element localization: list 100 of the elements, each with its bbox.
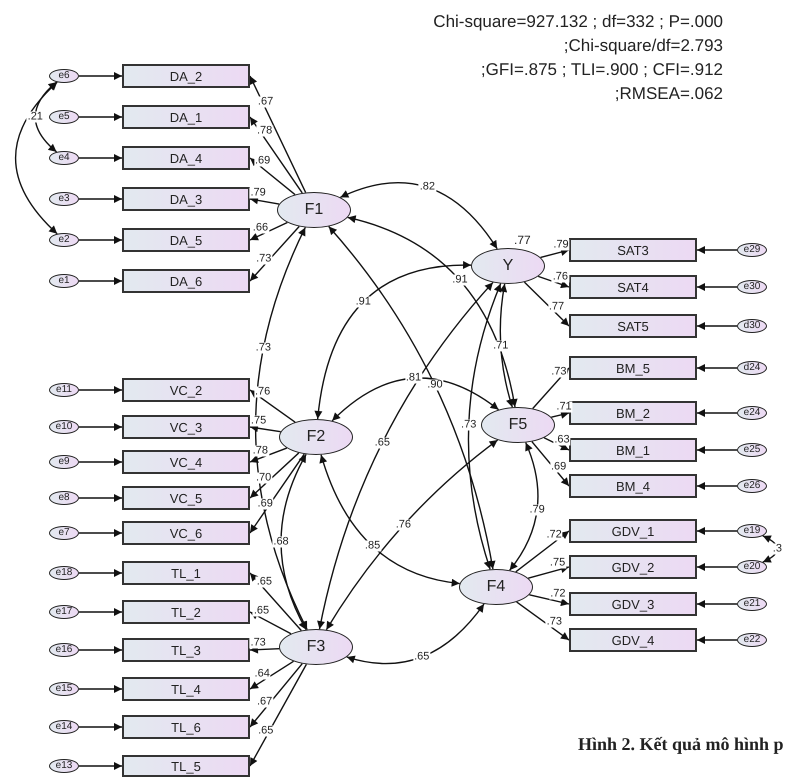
- edge-label: .71: [492, 340, 510, 352]
- arrow: [79, 685, 122, 693]
- arrow: [249, 76, 306, 193]
- indicator-box: BM_1: [569, 438, 697, 462]
- arrow: [250, 424, 281, 432]
- covariance-arrow: [34, 82, 58, 152]
- edge-label: .90: [426, 380, 444, 391]
- arrow: [697, 527, 737, 535]
- indicator-box: DA_4: [122, 146, 250, 170]
- arrow: [528, 565, 570, 579]
- error-ellipse: e6: [49, 69, 79, 83]
- edge-label: .71: [555, 402, 573, 413]
- covariance-arrow: [328, 226, 496, 570]
- edge-label: .76: [254, 386, 272, 398]
- arrow: [540, 248, 570, 258]
- arrow: [697, 482, 737, 490]
- error-ellipse: e16: [49, 643, 79, 657]
- indicator-box: TL_1: [122, 561, 250, 585]
- error-ellipse: e15: [49, 682, 79, 696]
- arrow: [250, 196, 280, 205]
- covariance-arrow: [320, 454, 460, 586]
- edge-label: .73: [550, 366, 568, 378]
- error-ellipse: e11: [49, 383, 79, 397]
- edge-label: .21: [26, 112, 44, 122]
- arrow: [79, 458, 122, 466]
- arrow: [250, 452, 300, 499]
- edge-label: .78: [252, 446, 269, 457]
- indicator-box: VC_2: [122, 378, 250, 402]
- fit-index-text: ;GFI=.875 ; TLI=.900 ; CFI=.912: [480, 59, 723, 81]
- arrow: [697, 409, 737, 417]
- edge-label: .73: [250, 637, 267, 648]
- arrow: [250, 611, 292, 634]
- covariance-arrow: [340, 182, 498, 250]
- latent-ellipse: F2: [279, 419, 353, 455]
- arrow: [531, 441, 570, 486]
- edge-label: .78: [256, 126, 274, 137]
- error-ellipse: e25: [737, 443, 767, 457]
- error-ellipse: e2: [49, 233, 79, 247]
- edge-label: .79: [250, 188, 267, 199]
- figure-caption: Hình 2. Kết quả mô hình p: [578, 734, 784, 755]
- edge-label: .73: [546, 616, 563, 628]
- arrow: [249, 226, 300, 282]
- fit-index-text: Chi-square=927.132 ; df=332 ; P=.000: [433, 11, 723, 33]
- edge-label: .76: [552, 272, 570, 283]
- arrow: [79, 386, 122, 394]
- latent-ellipse: F1: [277, 192, 351, 228]
- error-ellipse: e29: [737, 243, 767, 257]
- indicator-box: GDV_3: [569, 592, 697, 616]
- indicator-box: GDV_1: [569, 519, 697, 543]
- error-ellipse: e14: [49, 720, 79, 734]
- arrow: [79, 569, 122, 577]
- edge-label: .67: [256, 696, 274, 708]
- indicator-box: TL_3: [122, 638, 250, 662]
- covariance-arrow: [317, 282, 494, 630]
- error-ellipse: e1: [49, 274, 79, 288]
- error-ellipse: e21: [737, 597, 767, 611]
- error-ellipse: e3: [49, 192, 79, 206]
- arrow: [697, 446, 737, 454]
- covariance-arrow: [509, 442, 539, 571]
- arrow: [516, 601, 570, 641]
- edge-label: .75: [548, 558, 566, 569]
- latent-ellipse: F5: [481, 407, 555, 443]
- edge-label: .69: [254, 156, 272, 167]
- edge-label: .72: [545, 530, 563, 541]
- error-ellipse: d24: [737, 361, 767, 375]
- fit-index-text: ;Chi-square/df=2.793: [564, 35, 723, 57]
- indicator-box: VC_3: [122, 415, 250, 439]
- error-ellipse: e19: [737, 524, 767, 538]
- indicator-box: DA_2: [122, 64, 250, 88]
- edge-label: .73: [254, 342, 272, 354]
- arrow: [544, 437, 570, 451]
- arrow: [250, 222, 288, 241]
- covariance-arrow: [14, 82, 58, 234]
- indicator-box: VC_6: [122, 521, 250, 545]
- indicator-box: GDV_4: [569, 628, 697, 652]
- arrow: [250, 389, 296, 423]
- edge-label: .63: [553, 434, 571, 446]
- indicator-box: SAT3: [569, 238, 697, 262]
- covariance-arrow: [499, 284, 514, 408]
- edge-label: .65: [257, 725, 274, 736]
- edge-label: .69: [256, 498, 274, 510]
- edge-label: .82: [418, 182, 436, 193]
- edge-label: .73: [460, 420, 478, 431]
- arrow: [532, 368, 570, 409]
- edge-label: .91: [451, 274, 469, 286]
- arrow: [697, 364, 737, 372]
- indicator-box: VC_5: [122, 486, 250, 510]
- error-ellipse: e10: [49, 420, 79, 434]
- arrow: [697, 563, 737, 571]
- error-ellipse: e5: [49, 110, 79, 124]
- error-ellipse: e22: [737, 633, 767, 647]
- error-ellipse: e4: [49, 151, 79, 165]
- arrow: [249, 572, 302, 631]
- edge-label: .65: [256, 576, 273, 588]
- arrow: [79, 529, 122, 537]
- edge-label: .70: [255, 472, 272, 484]
- edge-label: .65: [374, 437, 391, 448]
- error-ellipse: e7: [49, 526, 79, 540]
- arrow: [250, 447, 288, 463]
- indicator-box: VC_4: [122, 450, 250, 474]
